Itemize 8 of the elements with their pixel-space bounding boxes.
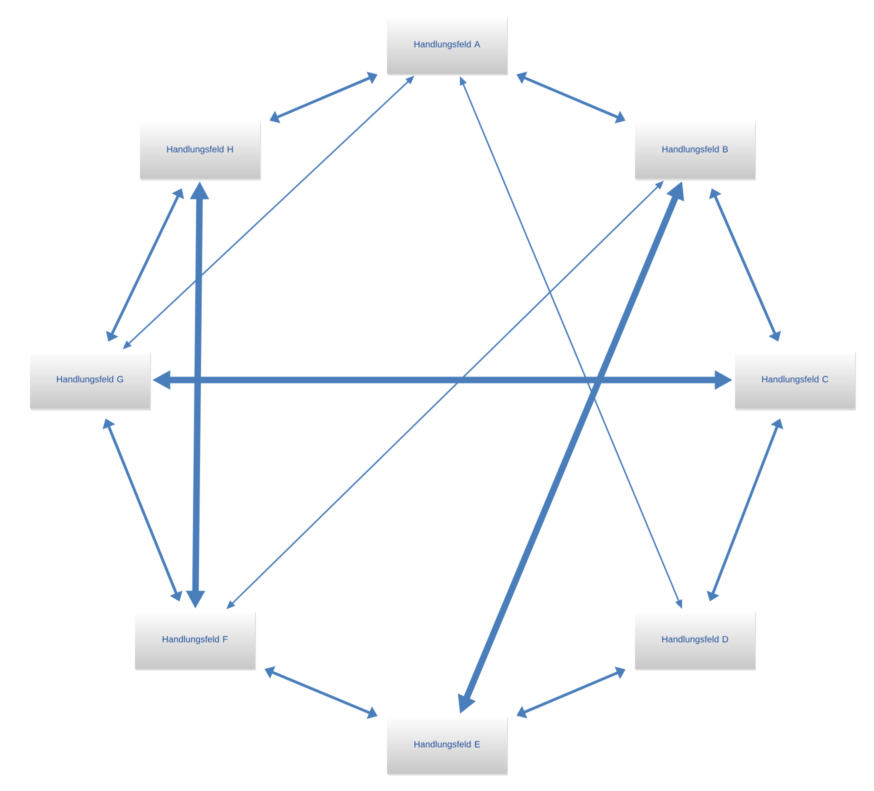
- field-box: Handlungsfeld C: [735, 351, 856, 410]
- field-box: Handlungsfeld H: [140, 121, 261, 180]
- field-box: Handlungsfeld F: [135, 611, 256, 670]
- field-box: Handlungsfeld A: [387, 16, 508, 76]
- field-box: Handlungsfeld G: [30, 351, 151, 410]
- field-box: Handlungsfeld B: [635, 121, 756, 180]
- field-box: Handlungsfeld D: [635, 611, 756, 670]
- field-box: Handlungsfeld E: [387, 716, 508, 776]
